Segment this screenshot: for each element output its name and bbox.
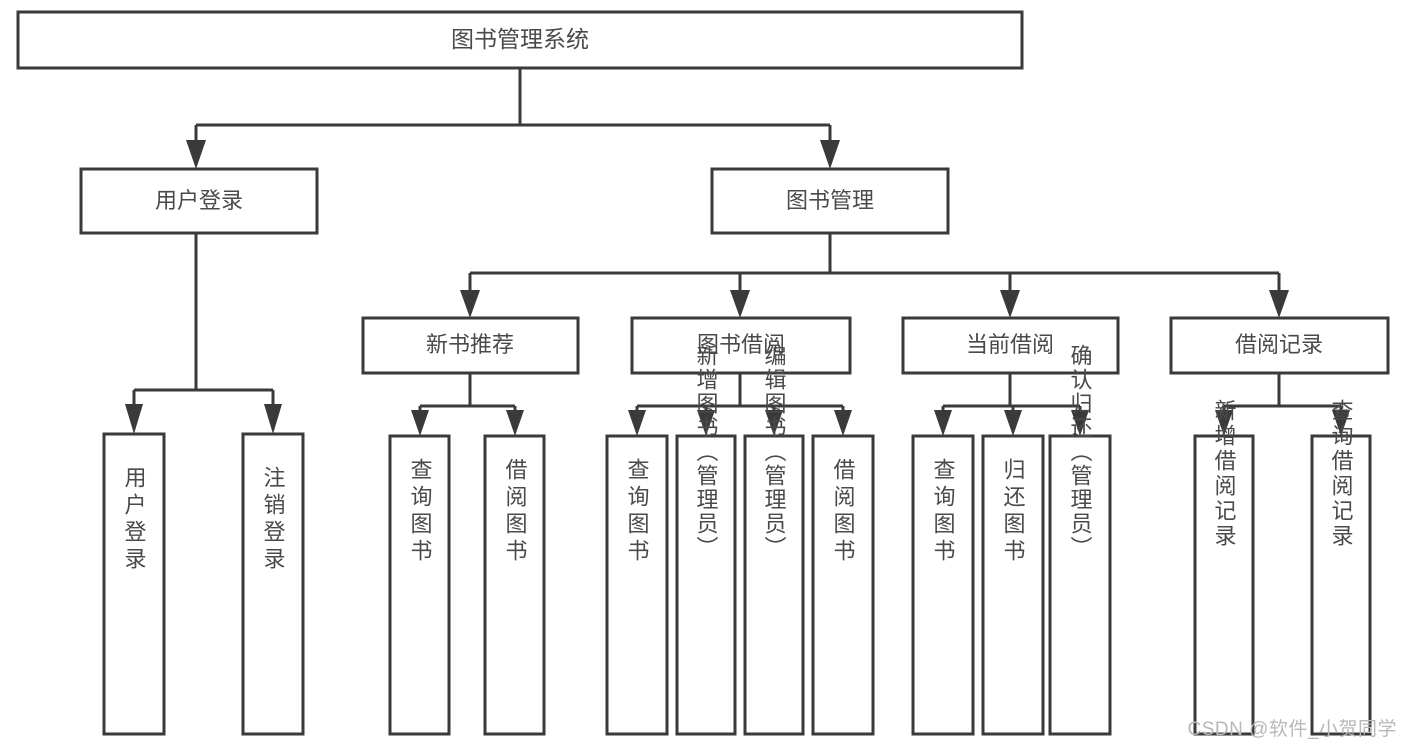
node-leaf-query-book-2-label: 查询图书: [625, 458, 650, 566]
node-borrow-record-label: 借阅记录: [1235, 332, 1323, 357]
node-book-borrow-label: 图书借阅: [697, 332, 785, 357]
node-user-login-label: 用户登录: [155, 188, 243, 213]
connector-group: [125, 68, 1350, 436]
arrow-head-book-borrow: [730, 290, 750, 318]
arrow-head-leaf-query-record: [1332, 410, 1350, 436]
node-leaf-user-login-box[interactable]: [102, 432, 166, 736]
node-leaf-borrow-book-2-label: 借阅图书: [831, 458, 856, 566]
node-leaf-borrow-book-2-box[interactable]: [811, 434, 875, 736]
node-leaf-query-record-box[interactable]: [1310, 434, 1372, 736]
node-leaf-confirm-return[interactable]: 确认归还（管理员）: [1048, 344, 1112, 736]
arrow-head-user-login: [186, 140, 206, 169]
node-leaf-add-book-label: 新增图书（管理员）: [694, 344, 719, 560]
node-leaf-logout-login-box[interactable]: [241, 432, 305, 736]
arrow-head-leaf-query-book-2: [628, 410, 646, 436]
arrow-head-borrow-record: [1269, 290, 1289, 318]
arrow-head-leaf-borrow-book-2: [834, 410, 852, 436]
node-book-borrow-box[interactable]: [630, 316, 852, 375]
node-leaf-user-login[interactable]: 用户登录: [102, 432, 166, 736]
node-book-borrow[interactable]: 图书借阅: [630, 316, 852, 375]
node-user-login-box[interactable]: [79, 167, 319, 235]
arrow-head-leaf-query-book-3: [934, 410, 952, 436]
node-leaf-query-book-1-box[interactable]: [388, 434, 451, 736]
node-leaf-query-book-3[interactable]: 查询图书: [911, 434, 975, 736]
node-leaf-edit-book[interactable]: 编辑图书（管理员）: [743, 344, 805, 736]
arrow-head-leaf-borrow-book-1: [506, 410, 524, 436]
node-leaf-return-book-label: 归还图书: [1001, 458, 1026, 566]
arrow-head-leaf-confirm-return: [1071, 410, 1089, 436]
node-leaf-borrow-book-2[interactable]: 借阅图书: [811, 434, 875, 736]
node-leaf-logout-login[interactable]: 注销登录: [241, 432, 305, 736]
arrow-head-leaf-add-book: [697, 410, 715, 436]
node-leaf-add-record-label: 新增借阅记录: [1212, 399, 1237, 549]
arrow-head-leaf-edit-book: [765, 410, 783, 436]
node-leaf-logout-login-label: 注销登录: [261, 466, 286, 574]
node-leaf-add-record-box[interactable]: [1193, 434, 1255, 736]
node-leaf-borrow-book-1-box[interactable]: [483, 434, 546, 736]
node-user-login[interactable]: 用户登录: [79, 167, 319, 235]
node-new-book-recommend-label: 新书推荐: [426, 332, 514, 357]
node-leaf-query-record-label: 查询借阅记录: [1329, 399, 1354, 549]
node-leaf-edit-book-label: 编辑图书（管理员）: [762, 344, 787, 560]
node-root[interactable]: 图书管理系统: [16, 10, 1024, 70]
node-leaf-edit-book-box[interactable]: [743, 434, 805, 736]
node-leaf-query-book-2-box[interactable]: [605, 434, 669, 736]
arrow-head-leaf-add-record: [1215, 410, 1233, 436]
node-borrow-record[interactable]: 借阅记录: [1169, 316, 1390, 375]
node-root-label: 图书管理系统: [451, 26, 589, 52]
node-leaf-query-book-3-box[interactable]: [911, 434, 975, 736]
node-leaf-confirm-return-box[interactable]: [1048, 434, 1112, 736]
node-book-management-box[interactable]: [710, 167, 950, 235]
node-book-management[interactable]: 图书管理: [710, 167, 950, 235]
node-leaf-borrow-book-1-label: 借阅图书: [503, 458, 528, 566]
node-leaf-add-book-box[interactable]: [675, 434, 737, 736]
node-leaf-confirm-return-label: 确认归还（管理员）: [1068, 344, 1093, 560]
node-leaf-add-record[interactable]: 新增借阅记录: [1193, 399, 1255, 736]
arrow-head-leaf-query-book-1: [411, 410, 429, 436]
node-leaf-query-book-1[interactable]: 查询图书: [388, 434, 451, 736]
node-current-borrow-label: 当前借阅: [966, 332, 1054, 357]
arrow-head-leaf-return-book: [1004, 410, 1022, 436]
node-leaf-return-book-box[interactable]: [981, 434, 1045, 736]
node-leaf-return-book[interactable]: 归还图书: [981, 434, 1045, 736]
node-current-borrow-box[interactable]: [901, 316, 1120, 375]
arrow-head-book-management: [820, 140, 840, 169]
node-borrow-record-box[interactable]: [1169, 316, 1390, 375]
node-root-box[interactable]: [16, 10, 1024, 70]
node-current-borrow[interactable]: 当前借阅: [901, 316, 1120, 375]
arrow-head-leaf-logout-login: [264, 404, 282, 434]
arrow-head-current-borrow: [1000, 290, 1020, 318]
node-leaf-user-login-label: 用户登录: [122, 466, 147, 574]
node-book-management-label: 图书管理: [786, 188, 874, 213]
node-leaf-add-book[interactable]: 新增图书（管理员）: [675, 344, 737, 736]
node-new-book-recommend[interactable]: 新书推荐: [361, 316, 580, 375]
arrow-head-leaf-user-login: [125, 404, 143, 434]
node-leaf-query-book-1-label: 查询图书: [408, 458, 433, 566]
node-leaf-query-record[interactable]: 查询借阅记录: [1310, 399, 1372, 736]
arrow-head-new-book-recommend: [460, 290, 480, 318]
node-leaf-query-book-3-label: 查询图书: [931, 458, 956, 566]
node-leaf-query-book-2[interactable]: 查询图书: [605, 434, 669, 736]
node-leaf-borrow-book-1[interactable]: 借阅图书: [483, 434, 546, 736]
node-new-book-recommend-box[interactable]: [361, 316, 580, 375]
